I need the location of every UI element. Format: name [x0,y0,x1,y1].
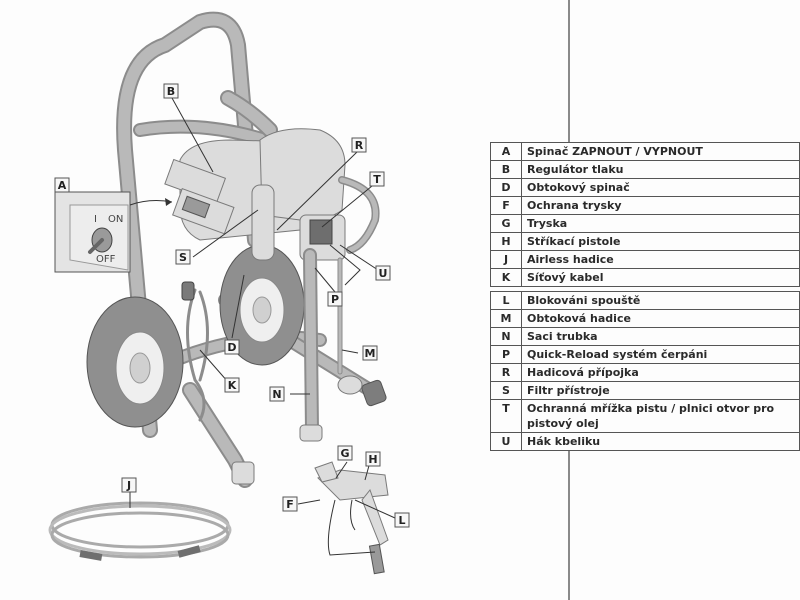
callout-h: H [365,451,381,467]
spray-gun [314,461,389,575]
svg-text:H: H [368,453,377,466]
svg-text:N: N [272,388,281,401]
callout-r: R [351,137,367,153]
legend-key: D [490,178,522,197]
callout-m: M [362,345,378,361]
callout-s: S [175,249,191,265]
svg-text:G: G [340,447,349,460]
legend-label: Hák kbeliku [521,432,800,451]
wheel-right [219,244,305,366]
svg-text:R: R [355,139,364,152]
legend-label: Saci trubka [521,327,800,346]
legend-label: Hadicová přípojka [521,363,800,382]
callout-leaders [129,97,396,519]
callout-j: J [121,477,137,493]
legend-label: Airless hadice [521,250,800,269]
airless-hose [48,501,232,561]
callout-k: K [224,377,240,393]
legend-key: M [490,309,522,328]
legend-key: K [490,268,522,287]
svg-text:P: P [331,293,339,306]
svg-text:D: D [227,341,236,354]
legend-label: Spinač ZAPNOUT / VYPNOUT [521,142,800,161]
legend-key: P [490,345,522,364]
legend-label: Ochranná mřížka pistu / plnici otvor pro… [521,399,800,433]
callout-n: N [269,386,285,402]
legend-label: Blokováni spouště [521,291,800,310]
legend-key: T [490,399,522,433]
legend-label: Quick-Reload systém čerpáni [521,345,800,364]
legend-key: G [490,214,522,233]
legend-key: R [490,363,522,382]
legend-label: Obtokový spinač [521,178,800,197]
sprayer-diagram: ON I OFF [48,11,410,575]
callout-labels: A B R T S U P D M K N G H F L J [54,83,410,528]
wheel-left [86,296,184,428]
callout-l: L [394,512,410,528]
svg-text:K: K [228,379,237,392]
callout-f: F [282,496,298,512]
svg-text:L: L [398,514,405,527]
svg-text:S: S [179,251,187,264]
legend-key: L [490,291,522,310]
callout-d: D [224,339,240,355]
callout-t: T [369,171,385,187]
legend-label: Regulátor tlaku [521,160,800,179]
callout-u: U [375,265,391,281]
legend-label: Tryska [521,214,800,233]
legend-label: Síťový kabel [521,268,800,287]
motor-unit [164,128,380,442]
legend-key: J [490,250,522,269]
legend-label: Obtoková hadice [521,309,800,328]
svg-text:J: J [126,479,131,492]
legend-label: Ochrana trysky [521,196,800,215]
legend-key: F [490,196,522,215]
switch-on-text: ON [108,214,123,225]
callout-g: G [337,445,353,461]
callout-b: B [163,83,179,99]
svg-text:U: U [379,267,388,280]
svg-text:A: A [58,179,67,192]
svg-text:F: F [286,498,294,511]
legend-key: B [490,160,522,179]
legend-key: U [490,432,522,451]
svg-text:T: T [373,173,381,186]
switch-inset: ON I OFF [54,191,173,273]
legend-label: Filtr přístroje [521,381,800,400]
svg-text:M: M [365,347,376,360]
switch-off-text: OFF [96,254,116,265]
legend-key: N [490,327,522,346]
legend-key: A [490,142,522,161]
legend-key: S [490,381,522,400]
switch-i-mark: I [94,214,97,225]
callout-p: P [327,291,343,307]
legend-key: H [490,232,522,251]
legend-label: Stříkací pistole [521,232,800,251]
svg-text:B: B [167,85,175,98]
callout-a: A [54,177,70,193]
